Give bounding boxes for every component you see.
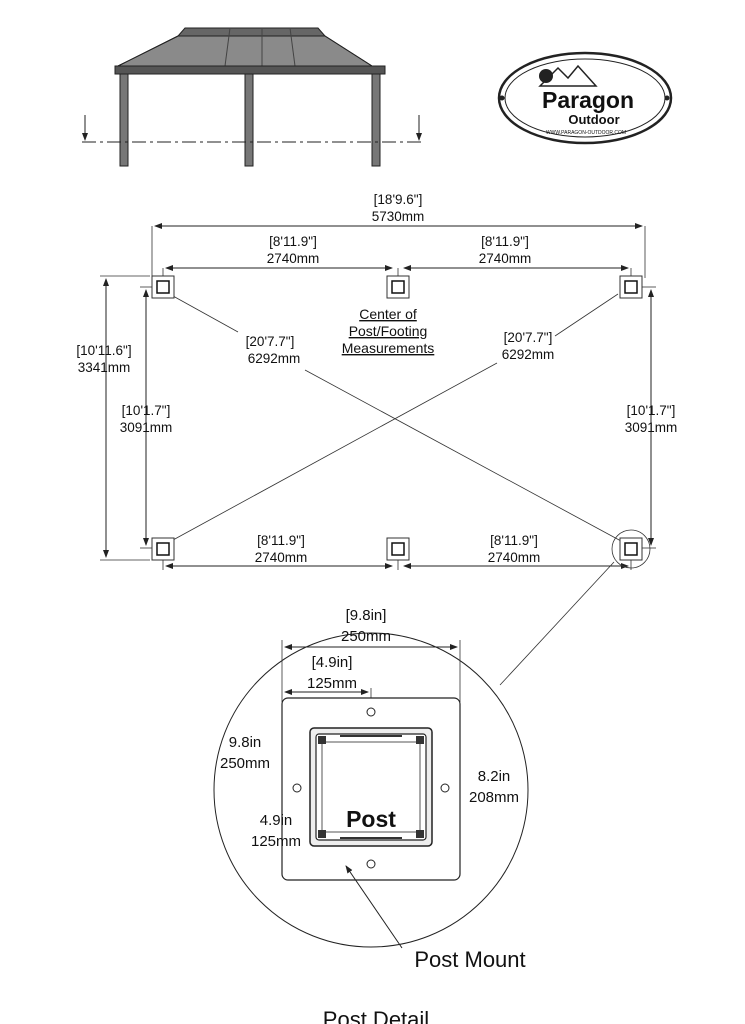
overall-depth-imperial: [10'11.6"] [76, 343, 131, 358]
hole-span-imperial: 8.2in [478, 768, 511, 785]
post-footing-tr [619, 275, 643, 299]
hole-span-metric: 208mm [469, 789, 519, 806]
paragon-logo: Paragon Outdoor WWW.PARAGON-OUTDOOR.COM [497, 51, 673, 145]
top-right-span-metric: 2740mm [479, 251, 532, 266]
diagonal-tl-br [172, 295, 239, 333]
post-footing-tc [386, 275, 410, 299]
top-right-span-imperial: [8'11.9"] [481, 234, 529, 249]
half-width-metric: 125mm [307, 675, 357, 692]
left-depth-imperial: [10'1.7"] [122, 403, 171, 418]
post-mount-label: Post Mount [414, 947, 525, 972]
post-detail-title: Post Detail [323, 1007, 429, 1024]
mount-hole-left [292, 783, 302, 793]
logo-url: WWW.PARAGON-OUTDOOR.COM [546, 130, 626, 136]
logo-sub: Outdoor [568, 112, 619, 127]
bottom-right-span-imperial: [8'11.9"] [490, 533, 538, 548]
top-left-span-imperial: [8'11.9"] [269, 234, 317, 249]
post-detail: [9.8in] 250mm [4.9in] 125mm Post 9.8in [213, 607, 529, 1024]
mount-hole-right [440, 783, 450, 793]
plate-width-metric: 250mm [341, 628, 391, 645]
diag-left-metric: 6292mm [248, 351, 301, 366]
post-footing-br [619, 537, 643, 561]
top-left-span-metric: 2740mm [267, 251, 320, 266]
bottom-left-span-imperial: [8'11.9"] [257, 533, 305, 548]
mount-hole-bottom [366, 859, 376, 869]
post-mount-leader [345, 865, 403, 949]
plate-width-imperial: [9.8in] [346, 607, 387, 624]
right-depth-metric: 3091mm [625, 420, 678, 435]
left-depth-metric: 3091mm [120, 420, 173, 435]
half-height-imperial: 4.9in [260, 812, 293, 829]
post-footing-bl [151, 537, 175, 561]
diag-left-imperial: [20'7.7"] [246, 334, 295, 349]
callout-leader [499, 561, 615, 686]
half-width-imperial: [4.9in] [312, 654, 353, 671]
overall-width-imperial: [18'9.6"] [374, 192, 423, 207]
gazebo-elevation [82, 27, 422, 167]
post-footing-tl [151, 275, 175, 299]
right-depth-imperial: [10'1.7"] [627, 403, 676, 418]
half-height-metric: 125mm [251, 833, 301, 850]
post-label: Post [346, 806, 396, 832]
post-footing-bc [386, 537, 410, 561]
plan-view: [18'9.6"] 5730mm [8'11.9"] 2740mm [8'11.… [76, 192, 678, 686]
detail-callout-circle [611, 529, 651, 569]
center-note-line1: Center of [359, 306, 417, 322]
diagonal-tr-bl [554, 293, 619, 337]
overall-depth-metric: 3341mm [78, 360, 131, 375]
logo-brand: Paragon [542, 87, 634, 113]
diag-right-metric: 6292mm [502, 347, 555, 362]
bottom-right-span-metric: 2740mm [488, 550, 541, 565]
diag-right-imperial: [20'7.7"] [504, 330, 553, 345]
post-section [309, 727, 433, 847]
bottom-left-span-metric: 2740mm [255, 550, 308, 565]
plate-height-metric: 250mm [220, 755, 270, 772]
plate-height-imperial: 9.8in [229, 734, 262, 751]
center-note-line3: Measurements [342, 340, 435, 356]
overall-width-metric: 5730mm [372, 209, 425, 224]
mount-hole-top [366, 707, 376, 717]
center-note-line2: Post/Footing [349, 323, 428, 339]
